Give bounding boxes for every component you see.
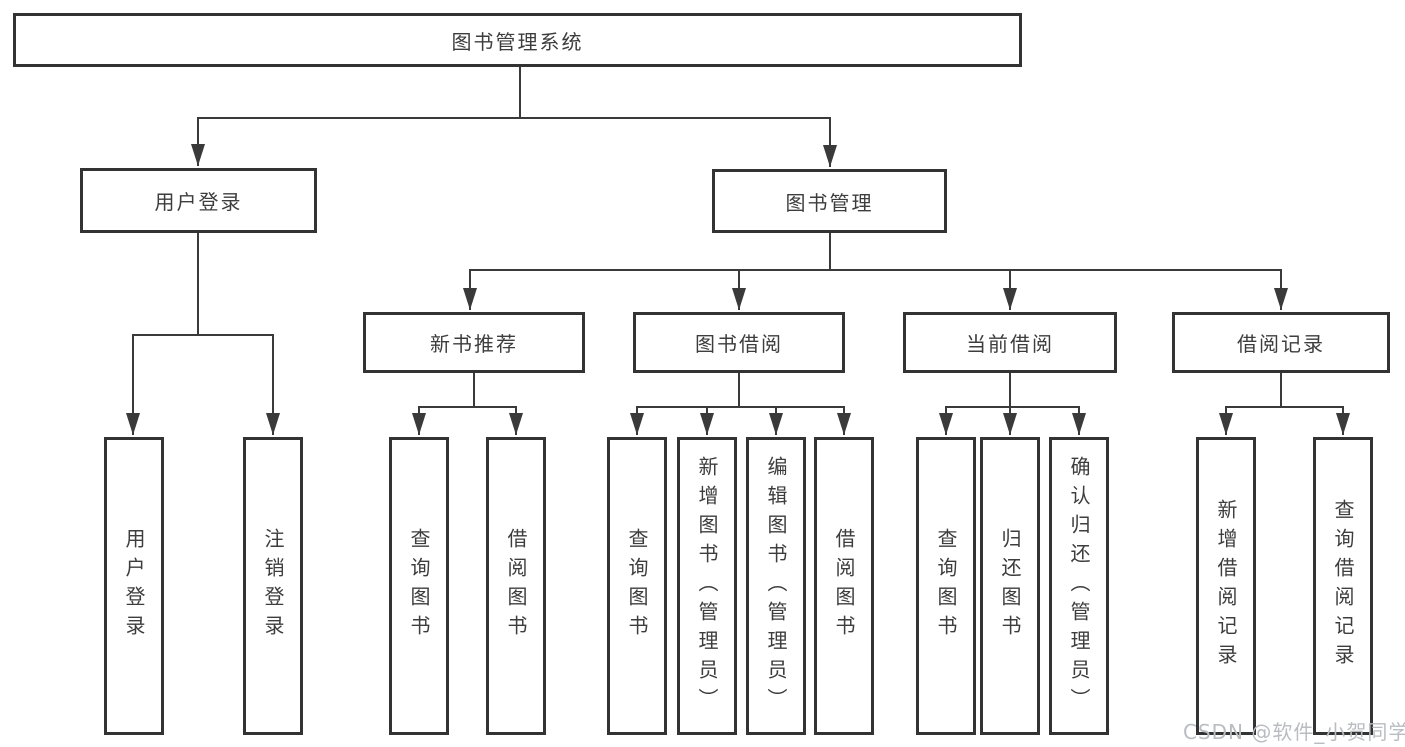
leaf-label: 查询借阅记录 xyxy=(1331,499,1355,673)
leaf-borrow-books-recommend: 借阅图书 xyxy=(486,437,546,735)
connector-book-management-fork xyxy=(463,233,1288,310)
leaf-label: 新增借阅记录 xyxy=(1214,499,1238,673)
leaf-return-books: 归还图书 xyxy=(980,437,1040,735)
leaf-label: 借阅图书 xyxy=(832,528,856,644)
node-book-management: 图书管理 xyxy=(712,169,947,233)
leaf-label: 归还图书 xyxy=(998,528,1022,644)
node-new-book-recommend: 新书推荐 xyxy=(363,312,585,373)
connector-book-borrow-fork xyxy=(630,373,851,435)
leaf-label: 查询图书 xyxy=(934,528,958,644)
connector-root-to-level2 xyxy=(191,67,837,167)
leaf-add-borrow-record: 新增借阅记录 xyxy=(1196,437,1256,735)
leaf-add-books-admin: 新增图书（管理员） xyxy=(677,437,737,735)
leaf-label: 新增图书（管理员） xyxy=(695,455,719,717)
leaf-label: 注销登录 xyxy=(261,528,285,644)
leaf-label: 编辑图书（管理员） xyxy=(764,455,788,717)
leaf-label: 查询图书 xyxy=(407,528,431,644)
connector-user-login-fork xyxy=(126,233,280,435)
leaf-label: 用户登录 xyxy=(122,528,146,644)
connector-current-borrow-fork xyxy=(939,373,1086,435)
leaf-query-borrow-record: 查询借阅记录 xyxy=(1313,437,1373,735)
csdn-watermark: CSDN @软件_小贺同学 xyxy=(1183,720,1405,744)
node-borrow-records: 借阅记录 xyxy=(1172,312,1390,373)
leaf-label: 借阅图书 xyxy=(504,528,528,644)
leaf-logout: 注销登录 xyxy=(243,437,303,735)
leaf-borrow-books: 借阅图书 xyxy=(814,437,874,735)
node-book-borrow: 图书借阅 xyxy=(633,312,845,373)
leaf-query-books-recommend: 查询图书 xyxy=(389,437,449,735)
node-root-library-system: 图书管理系统 xyxy=(13,13,1022,67)
leaf-user-login: 用户登录 xyxy=(104,437,164,735)
leaf-query-books-current: 查询图书 xyxy=(916,437,976,735)
connector-borrow-record-fork xyxy=(1219,373,1350,435)
leaf-label: 查询图书 xyxy=(625,528,649,644)
leaf-edit-books-admin: 编辑图书（管理员） xyxy=(746,437,806,735)
leaf-confirm-return-admin: 确认归还（管理员） xyxy=(1049,437,1109,735)
leaf-query-books-borrow: 查询图书 xyxy=(607,437,667,735)
connector-new-book-fork xyxy=(412,373,523,435)
leaf-label: 确认归还（管理员） xyxy=(1067,455,1091,717)
node-current-borrow: 当前借阅 xyxy=(903,312,1117,373)
node-user-login: 用户登录 xyxy=(80,168,317,233)
